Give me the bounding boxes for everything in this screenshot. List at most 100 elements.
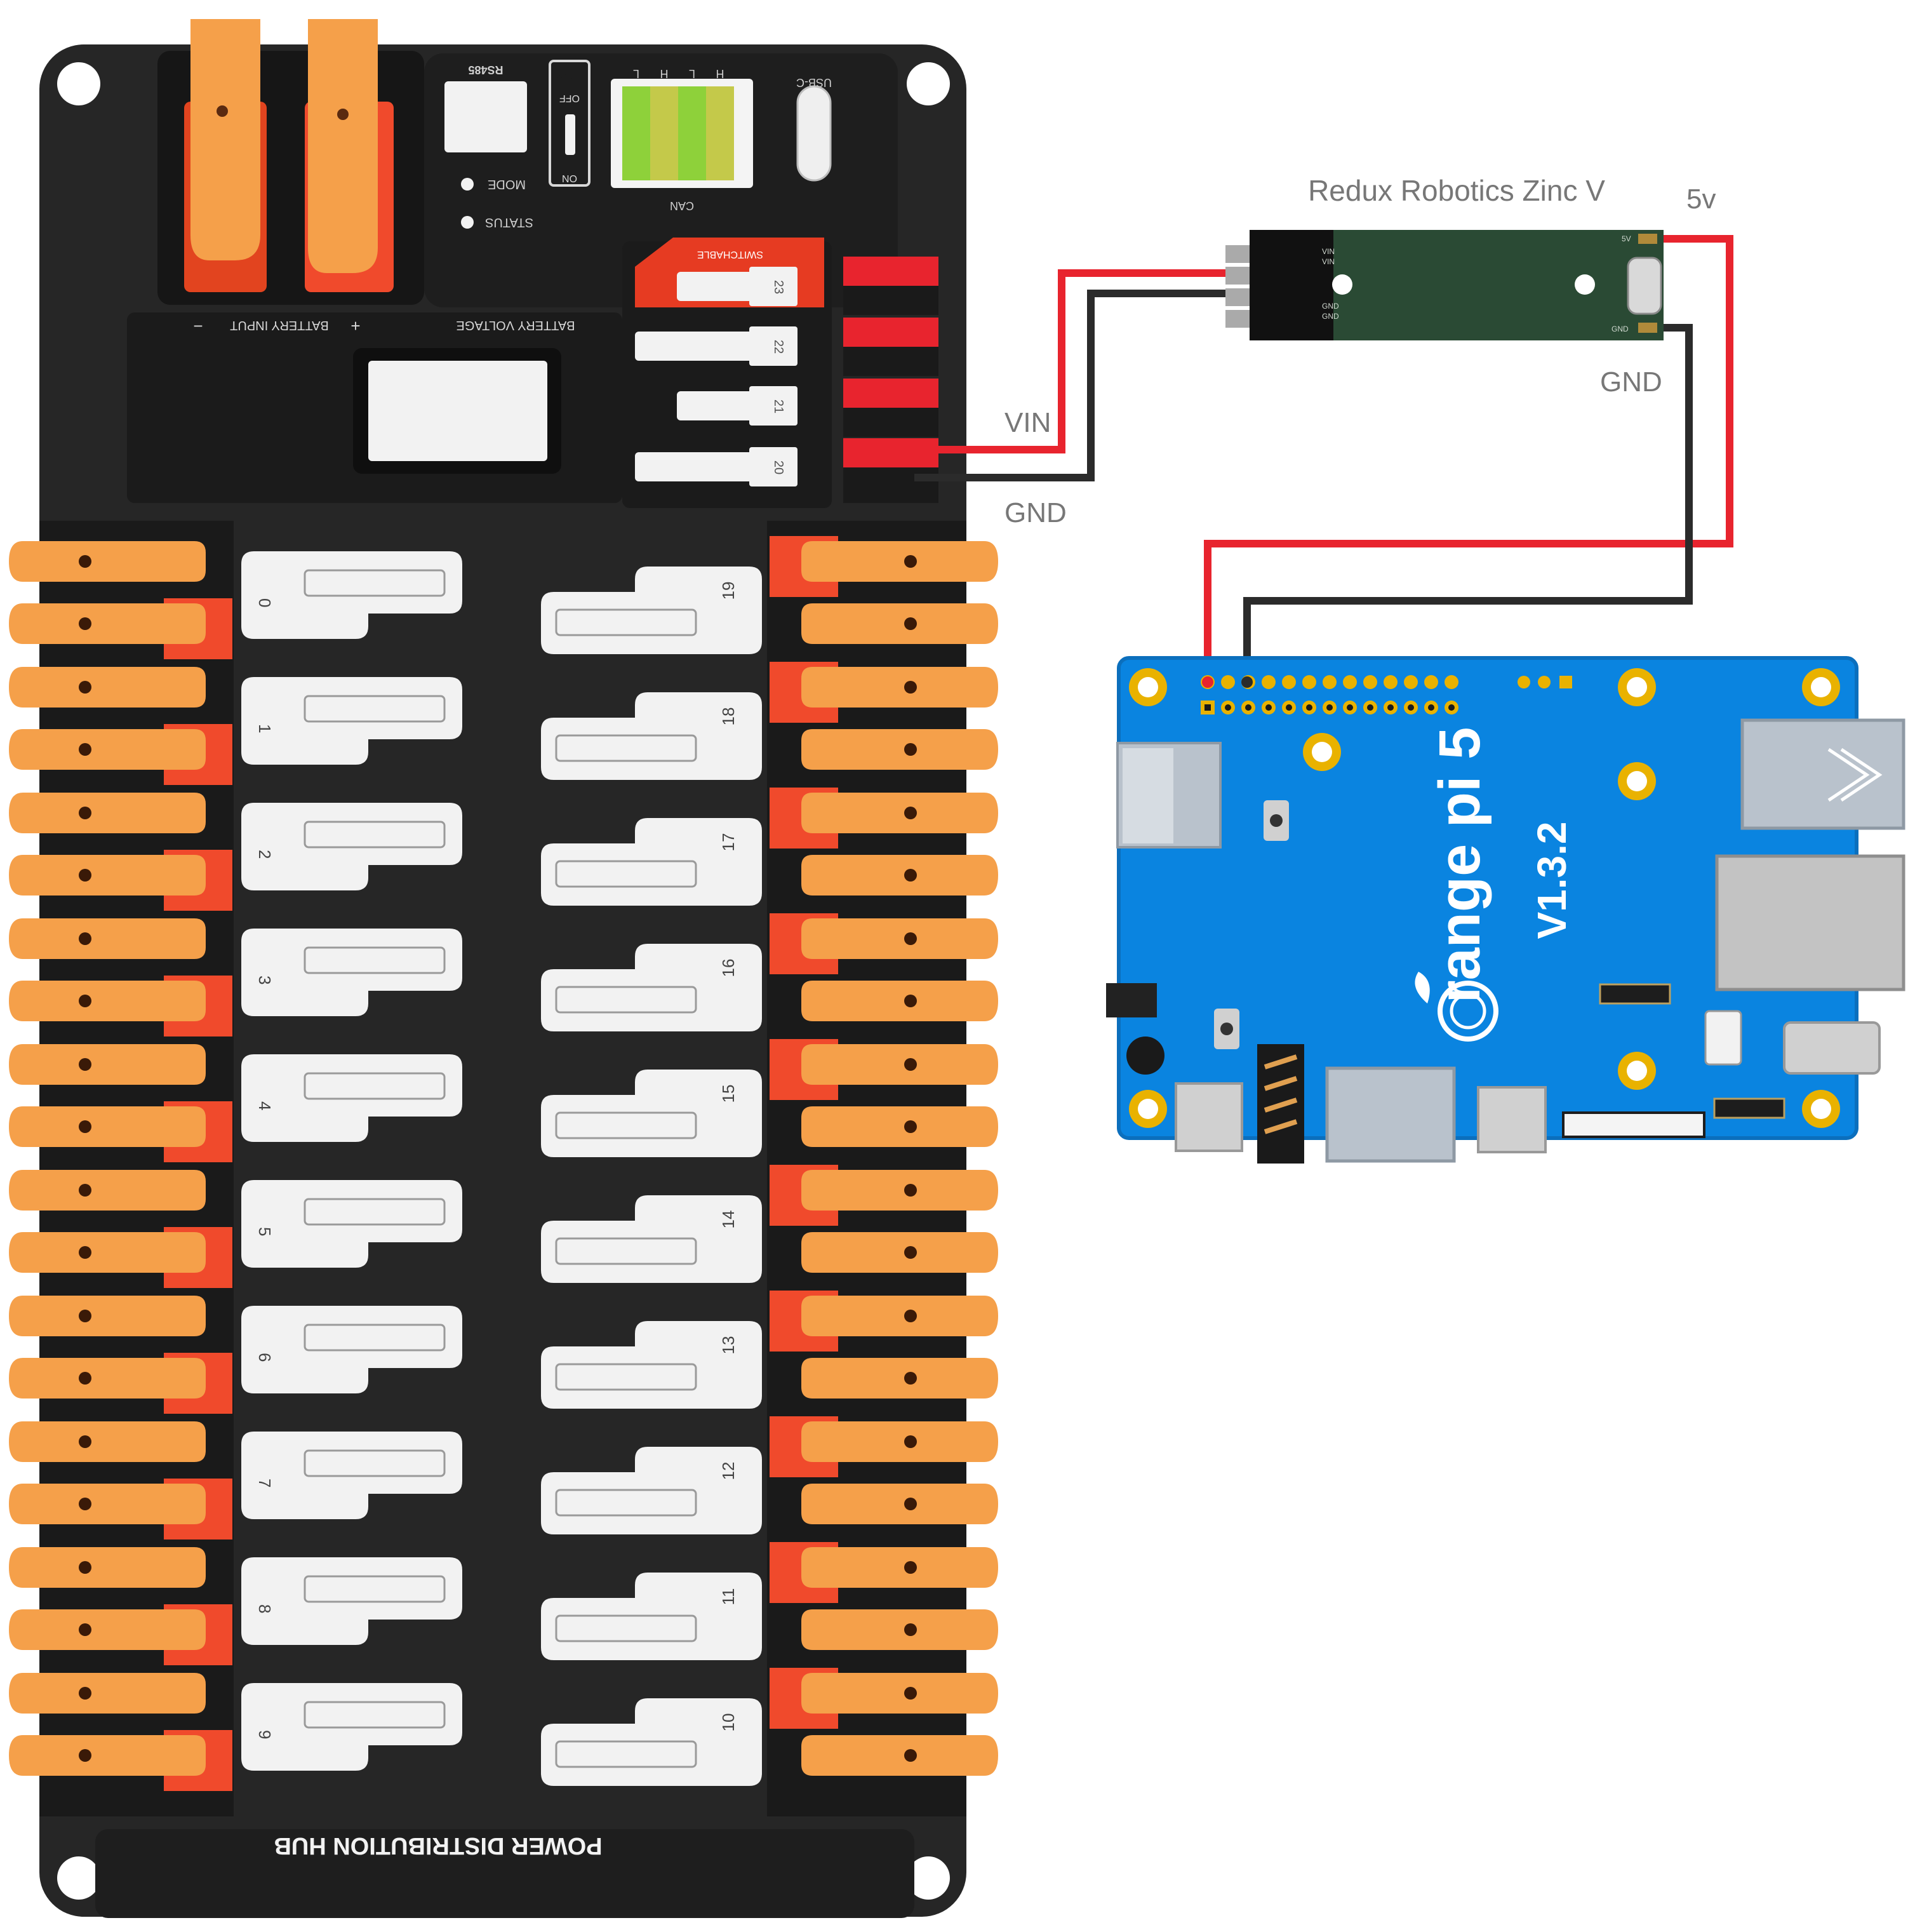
small-channel-number: 21 <box>771 399 785 413</box>
gpio-pin <box>1404 675 1418 689</box>
term-label: TERM <box>555 70 584 81</box>
opi-small-pad <box>1518 676 1530 688</box>
gpio-pin <box>1262 675 1276 689</box>
channel-lever[interactable] <box>9 1044 206 1085</box>
channel-lever[interactable] <box>801 1106 998 1147</box>
channel-lever[interactable] <box>9 1673 206 1714</box>
small-channel-area <box>622 241 832 508</box>
small-connector-red[interactable] <box>843 257 938 286</box>
channel-lever[interactable] <box>9 1421 206 1462</box>
channel-lever[interactable] <box>801 603 998 644</box>
zinc-usbc-port[interactable] <box>1627 257 1662 315</box>
lever-hole <box>79 869 91 882</box>
channel-lever[interactable] <box>9 1484 206 1524</box>
gpio-pin <box>1302 675 1316 689</box>
channel-lever[interactable] <box>801 1484 998 1524</box>
orange-logo-icon-inner <box>1450 993 1486 1030</box>
channel-lever[interactable] <box>9 1170 206 1211</box>
ethernet-port[interactable] <box>1715 854 1905 991</box>
channel-number: 8 <box>255 1604 274 1613</box>
channel-lever[interactable] <box>9 1232 206 1273</box>
small-fuse-23-tab <box>749 267 797 306</box>
small-connector-red[interactable] <box>843 318 938 347</box>
channel-lever[interactable] <box>801 855 998 896</box>
channel-lever[interactable] <box>801 1421 998 1462</box>
term-switch[interactable] <box>565 114 575 155</box>
channel-lever[interactable] <box>9 1609 206 1650</box>
channel-lever[interactable] <box>801 1609 998 1650</box>
channel-lever[interactable] <box>9 667 206 708</box>
channel-fuse <box>304 1324 446 1352</box>
wire-5v-red <box>1204 235 1733 680</box>
channel-lever[interactable] <box>801 729 998 770</box>
channel-lever[interactable] <box>9 603 206 644</box>
opi-mount-hole-inner <box>1138 1099 1158 1119</box>
channel-lever[interactable] <box>9 1547 206 1588</box>
channel-fuse <box>555 1740 697 1768</box>
small-connector-black[interactable] <box>843 286 938 315</box>
channel-lever[interactable] <box>801 1232 998 1273</box>
zinc-pin-vin: VIN <box>1322 247 1335 256</box>
channel-lever[interactable] <box>9 1735 206 1776</box>
zinc-mount-hole <box>1575 274 1595 295</box>
can-pins <box>622 86 734 180</box>
channel-fuse <box>555 1237 697 1265</box>
channel-lever[interactable] <box>801 1170 998 1211</box>
gpio-pin-inner <box>1408 704 1414 711</box>
term-switch-frame <box>549 60 591 187</box>
channel-lever[interactable] <box>9 541 206 582</box>
channel-lever[interactable] <box>801 793 998 833</box>
status-label: STATUS <box>485 215 533 229</box>
channel-lever[interactable] <box>9 981 206 1021</box>
small-channel-number: 22 <box>771 340 785 354</box>
channel-lever[interactable] <box>801 1358 998 1399</box>
channel-lever[interactable] <box>801 1044 998 1085</box>
zinc-v-module: Redux Robotics Zinc V VIN VIN GND GND 5V… <box>1225 174 1664 340</box>
opi-small-pad <box>1538 676 1551 688</box>
small-connector-black[interactable] <box>843 467 938 503</box>
channel-lever[interactable] <box>9 855 206 896</box>
opi-switch[interactable] <box>1106 983 1157 1017</box>
orange-logo-icon <box>1438 981 1498 1042</box>
channel-lever[interactable] <box>9 1296 206 1336</box>
channel-lever[interactable] <box>801 667 998 708</box>
lever-hole <box>904 1687 917 1700</box>
lever-hole <box>904 1120 917 1133</box>
channel-lever[interactable] <box>801 1547 998 1588</box>
usb-c-port-bottom[interactable] <box>1477 1086 1547 1153</box>
small-connector-black[interactable] <box>843 347 938 376</box>
lever-hole <box>79 807 91 819</box>
gpio-pin-inner <box>1306 704 1312 711</box>
channel-lever[interactable] <box>801 1735 998 1776</box>
usb-c-power[interactable] <box>1175 1082 1243 1152</box>
channel-fuse <box>304 946 446 974</box>
channel-lever[interactable] <box>801 1296 998 1336</box>
channel-number: 1 <box>255 724 274 733</box>
small-connector-black[interactable] <box>843 408 938 437</box>
lever-hole <box>904 869 917 882</box>
channel-lever[interactable] <box>801 1673 998 1714</box>
channel-lever[interactable] <box>801 541 998 582</box>
lever-hole <box>79 1561 91 1574</box>
usb-c-port-side[interactable] <box>1783 1021 1881 1075</box>
usb-a-port-slots <box>1827 748 1883 802</box>
channel-number: 9 <box>255 1730 274 1739</box>
opi-mount-hole-inner <box>1627 677 1647 697</box>
channel-lever[interactable] <box>9 918 206 959</box>
lever-hole <box>79 932 91 945</box>
channel-lever[interactable] <box>9 729 206 770</box>
channel-fuse <box>555 608 697 636</box>
hdmi-port[interactable] <box>1325 1066 1456 1163</box>
wire-label-5v: 5v <box>1686 184 1716 215</box>
channel-lever[interactable] <box>801 918 998 959</box>
small-fuse-20 <box>635 452 753 481</box>
channel-lever[interactable] <box>9 1358 206 1399</box>
channel-lever[interactable] <box>9 1106 206 1147</box>
small-connector-red[interactable] <box>843 379 938 408</box>
channel-lever[interactable] <box>9 793 206 833</box>
channel-fuse <box>555 1614 697 1642</box>
channel-lever[interactable] <box>801 981 998 1021</box>
opi-mount-hole-inner <box>1811 677 1831 697</box>
lever-hole <box>904 1184 917 1197</box>
usbc-port[interactable] <box>796 85 832 182</box>
